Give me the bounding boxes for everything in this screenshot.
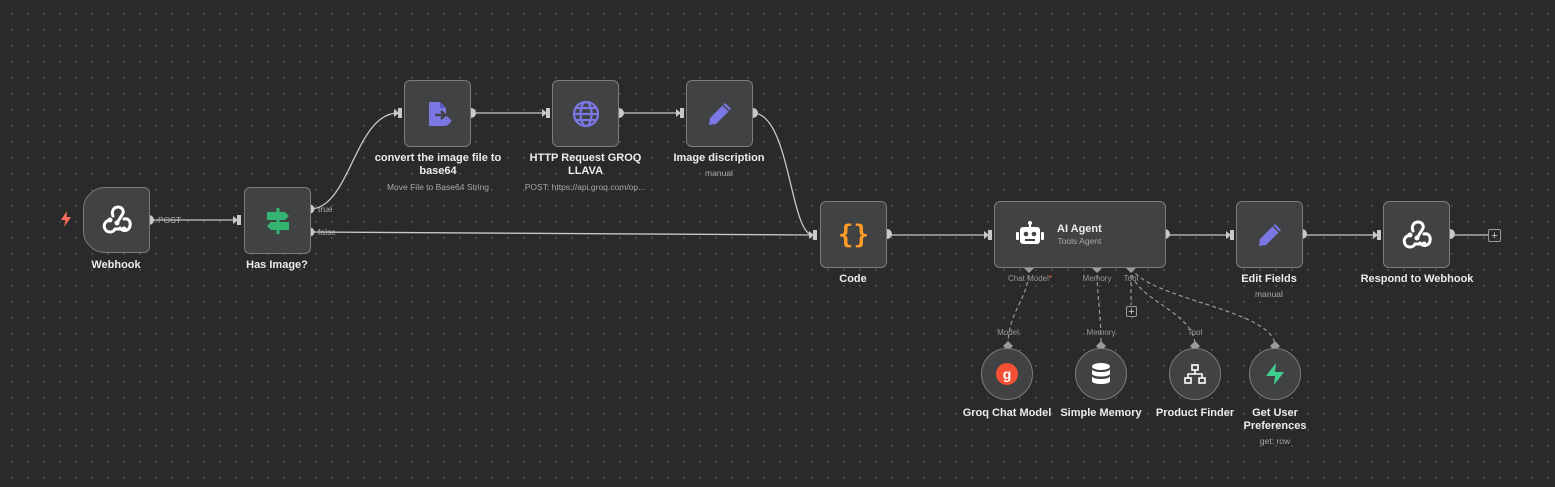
node-http-sublabel: POST: https://api.groq.com/op... <box>524 182 646 192</box>
node-image-description[interactable] <box>686 80 753 147</box>
node-respond-webhook[interactable] <box>1383 201 1450 268</box>
node-edit-fields[interactable] <box>1236 201 1303 268</box>
node-image-desc-sublabel: manual <box>705 168 733 178</box>
node-edit-fields-label: Edit Fields <box>1241 273 1297 285</box>
add-tool-button[interactable]: + <box>1126 306 1137 318</box>
pencil-icon <box>708 102 731 125</box>
port-label-model-in: Model <box>997 328 1019 337</box>
node-product-finder-label: Product Finder <box>1155 407 1235 419</box>
node-has-image-label: Has Image? <box>246 259 308 271</box>
port-label-memory: Memory <box>1082 274 1112 283</box>
node-memory-label: Simple Memory <box>1060 407 1142 419</box>
code-braces-icon: {} <box>837 219 870 250</box>
port-label-chat-model: Chat Model* <box>1007 274 1053 283</box>
port-label-tool: Tool <box>1123 274 1139 283</box>
node-user-prefs-label: Get User Preferences <box>1243 407 1307 432</box>
node-ai-agent-sublabel: Tools Agent <box>1057 235 1102 246</box>
port-label-tool-in: Tool <box>1187 328 1203 337</box>
edge-label-true: true <box>318 204 333 214</box>
robot-icon <box>1016 220 1044 244</box>
edge-label-false: false <box>318 227 336 237</box>
groq-icon: g <box>996 363 1018 385</box>
port-label-memory-in: Memory <box>1086 328 1116 337</box>
node-edit-fields-sublabel: manual <box>1255 289 1283 299</box>
node-http-request[interactable] <box>552 80 619 147</box>
node-code-label: Code <box>839 273 867 285</box>
node-respond-label: Respond to Webhook <box>1360 273 1474 285</box>
node-code[interactable]: {} <box>820 201 887 268</box>
node-user-prefs-sublabel: get: row <box>1259 436 1291 446</box>
node-simple-memory[interactable] <box>1075 348 1127 400</box>
globe-icon <box>572 100 599 127</box>
node-webhook[interactable] <box>83 187 150 253</box>
node-get-user-preferences[interactable] <box>1249 348 1301 400</box>
node-http-label: HTTP Request GROQ LLAVA <box>529 152 642 177</box>
node-ai-agent[interactable]: AI Agent Tools Agent <box>994 201 1166 268</box>
trigger-bolt-icon <box>61 211 71 227</box>
file-convert-icon <box>428 101 452 126</box>
supabase-icon <box>1266 363 1284 385</box>
node-webhook-label: Webhook <box>91 259 141 271</box>
sitemap-icon <box>1184 364 1206 384</box>
node-has-image[interactable] <box>244 187 311 254</box>
edge-false-to-code <box>309 231 814 236</box>
webhook-icon <box>102 205 132 234</box>
if-branch-icon <box>266 207 289 234</box>
pencil-icon <box>1258 223 1281 246</box>
node-groq-label: Groq Chat Model <box>962 407 1052 419</box>
add-node-button[interactable]: + <box>1488 229 1501 242</box>
node-convert-base64[interactable] <box>404 80 471 147</box>
edge-label-post: POST <box>158 215 182 225</box>
node-convert-label: convert the image file to base64 <box>374 152 502 177</box>
node-convert-sublabel: Move File to Base64 String <box>386 182 490 192</box>
node-image-desc-label: Image discription <box>673 152 765 164</box>
database-icon <box>1092 363 1110 384</box>
node-ai-agent-label: AI Agent <box>1057 222 1102 235</box>
node-product-finder[interactable] <box>1169 348 1221 400</box>
webhook-icon <box>1402 219 1432 248</box>
node-groq-chat-model[interactable]: g <box>981 348 1033 400</box>
